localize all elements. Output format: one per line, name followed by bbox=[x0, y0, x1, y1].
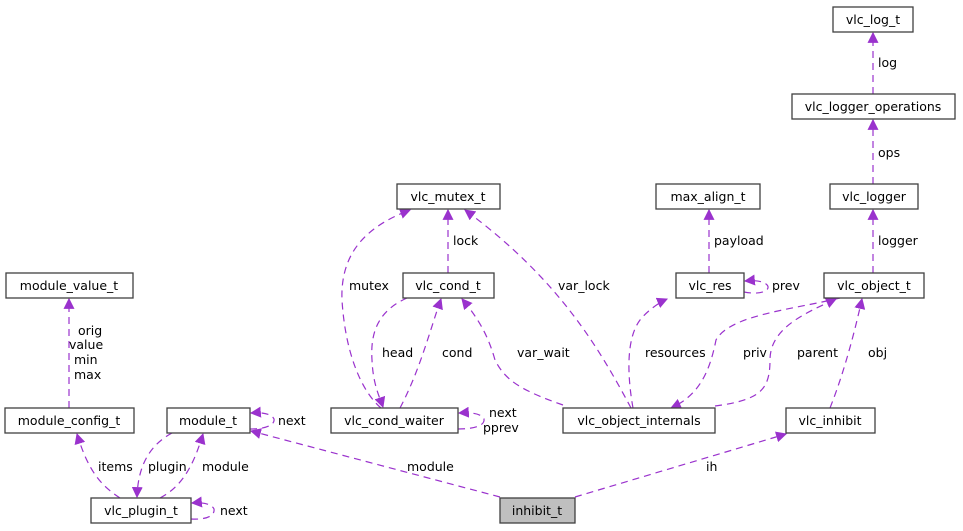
edge-module-next bbox=[249, 406, 275, 430]
svg-text:max_align_t: max_align_t bbox=[670, 189, 745, 204]
node-vlc-cond-waiter[interactable]: vlc_cond_waiter bbox=[330, 407, 459, 434]
node-vlc-cond-t[interactable]: vlc_cond_t bbox=[402, 272, 495, 299]
edge-label-plugin-module: module bbox=[202, 459, 249, 474]
svg-text:inhibit_t: inhibit_t bbox=[512, 503, 562, 518]
edge-label-prev: prev bbox=[772, 278, 800, 293]
node-max-align-t[interactable]: max_align_t bbox=[655, 183, 761, 210]
node-vlc-res[interactable]: vlc_res bbox=[675, 272, 745, 299]
edge-label-cond: cond bbox=[442, 345, 472, 360]
edge-label-log: log bbox=[878, 55, 897, 70]
svg-text:module_config_t: module_config_t bbox=[18, 413, 121, 428]
svg-text:vlc_cond_waiter: vlc_cond_waiter bbox=[344, 413, 445, 428]
edge-waiter-next bbox=[457, 406, 485, 430]
edge-label-var-wait: var_wait bbox=[517, 345, 570, 360]
edge-cond bbox=[399, 297, 443, 409]
edge-label-waiter-next: next bbox=[489, 405, 517, 420]
edge-label-ih: ih bbox=[706, 459, 717, 474]
svg-text:vlc_cond_t: vlc_cond_t bbox=[415, 278, 481, 293]
node-module-t[interactable]: module_t bbox=[166, 407, 251, 434]
edge-label-value: value bbox=[69, 337, 103, 352]
svg-text:vlc_logger: vlc_logger bbox=[842, 189, 907, 204]
svg-text:vlc_mutex_t: vlc_mutex_t bbox=[410, 189, 485, 204]
edge-label-payload: payload bbox=[714, 233, 764, 248]
edge-label-module-next: next bbox=[278, 413, 306, 428]
edge-label-logger: logger bbox=[878, 233, 919, 248]
node-module-value-t[interactable]: module_value_t bbox=[5, 272, 134, 299]
svg-text:vlc_res: vlc_res bbox=[688, 278, 731, 293]
edge-label-priv: priv bbox=[743, 345, 768, 360]
edge-label-var-lock: var_lock bbox=[558, 278, 610, 293]
svg-text:module_t: module_t bbox=[179, 413, 237, 428]
edge-mutex bbox=[341, 208, 412, 409]
edge-priv bbox=[669, 297, 841, 409]
svg-text:vlc_log_t: vlc_log_t bbox=[846, 12, 900, 27]
svg-text:vlc_inhibit: vlc_inhibit bbox=[798, 413, 861, 428]
node-vlc-logger-operations[interactable]: vlc_logger_operations bbox=[791, 93, 956, 120]
edge-resources bbox=[628, 297, 669, 409]
edge-label-lock: lock bbox=[453, 233, 479, 248]
edge-label-resources: resources bbox=[645, 345, 706, 360]
edge-label-mutex: mutex bbox=[349, 278, 389, 293]
edge-var-lock bbox=[464, 209, 632, 409]
edge-parent bbox=[714, 297, 838, 407]
edge-plugin bbox=[131, 432, 173, 499]
edge-inhibit-module bbox=[249, 428, 501, 498]
node-vlc-inhibit[interactable]: vlc_inhibit bbox=[785, 407, 876, 434]
edge-label-max: max bbox=[74, 367, 101, 382]
edge-label-head: head bbox=[382, 345, 413, 360]
svg-text:vlc_plugin_t: vlc_plugin_t bbox=[104, 503, 178, 518]
edge-label-items: items bbox=[98, 459, 133, 474]
edge-label-ops: ops bbox=[878, 145, 900, 160]
node-vlc-plugin-t[interactable]: vlc_plugin_t bbox=[90, 497, 192, 524]
svg-text:vlc_object_t: vlc_object_t bbox=[837, 278, 911, 293]
edge-label-waiter-pprev: pprev bbox=[483, 420, 519, 435]
node-vlc-object-internals[interactable]: vlc_object_internals bbox=[562, 407, 716, 434]
svg-text:vlc_logger_operations: vlc_logger_operations bbox=[805, 99, 942, 114]
edge-head bbox=[371, 297, 408, 409]
edge-ih bbox=[574, 431, 788, 498]
edge-label-plugin-next: next bbox=[220, 503, 248, 518]
edge-obj bbox=[829, 297, 866, 409]
edge-plugin-next bbox=[190, 496, 215, 520]
node-vlc-log-t[interactable]: vlc_log_t bbox=[832, 6, 914, 33]
svg-text:vlc_object_internals: vlc_object_internals bbox=[577, 413, 700, 428]
edge-items bbox=[74, 432, 121, 499]
edge-label-parent: parent bbox=[797, 345, 838, 360]
edge-label-min: min bbox=[74, 352, 98, 367]
edge-label-orig: orig bbox=[78, 323, 102, 338]
node-inhibit-t: inhibit_t bbox=[499, 497, 576, 524]
edge-label-plugin: plugin bbox=[148, 459, 187, 474]
node-module-config-t[interactable]: module_config_t bbox=[4, 407, 135, 434]
node-vlc-logger[interactable]: vlc_logger bbox=[829, 183, 919, 210]
node-vlc-object-t[interactable]: vlc_object_t bbox=[823, 272, 925, 299]
edge-plugin-module bbox=[159, 432, 206, 499]
svg-text:module_value_t: module_value_t bbox=[20, 278, 118, 293]
edge-res-prev bbox=[743, 274, 769, 294]
edge-label-module: module bbox=[407, 459, 454, 474]
node-vlc-mutex-t[interactable]: vlc_mutex_t bbox=[396, 183, 501, 210]
edge-label-obj: obj bbox=[868, 345, 887, 360]
